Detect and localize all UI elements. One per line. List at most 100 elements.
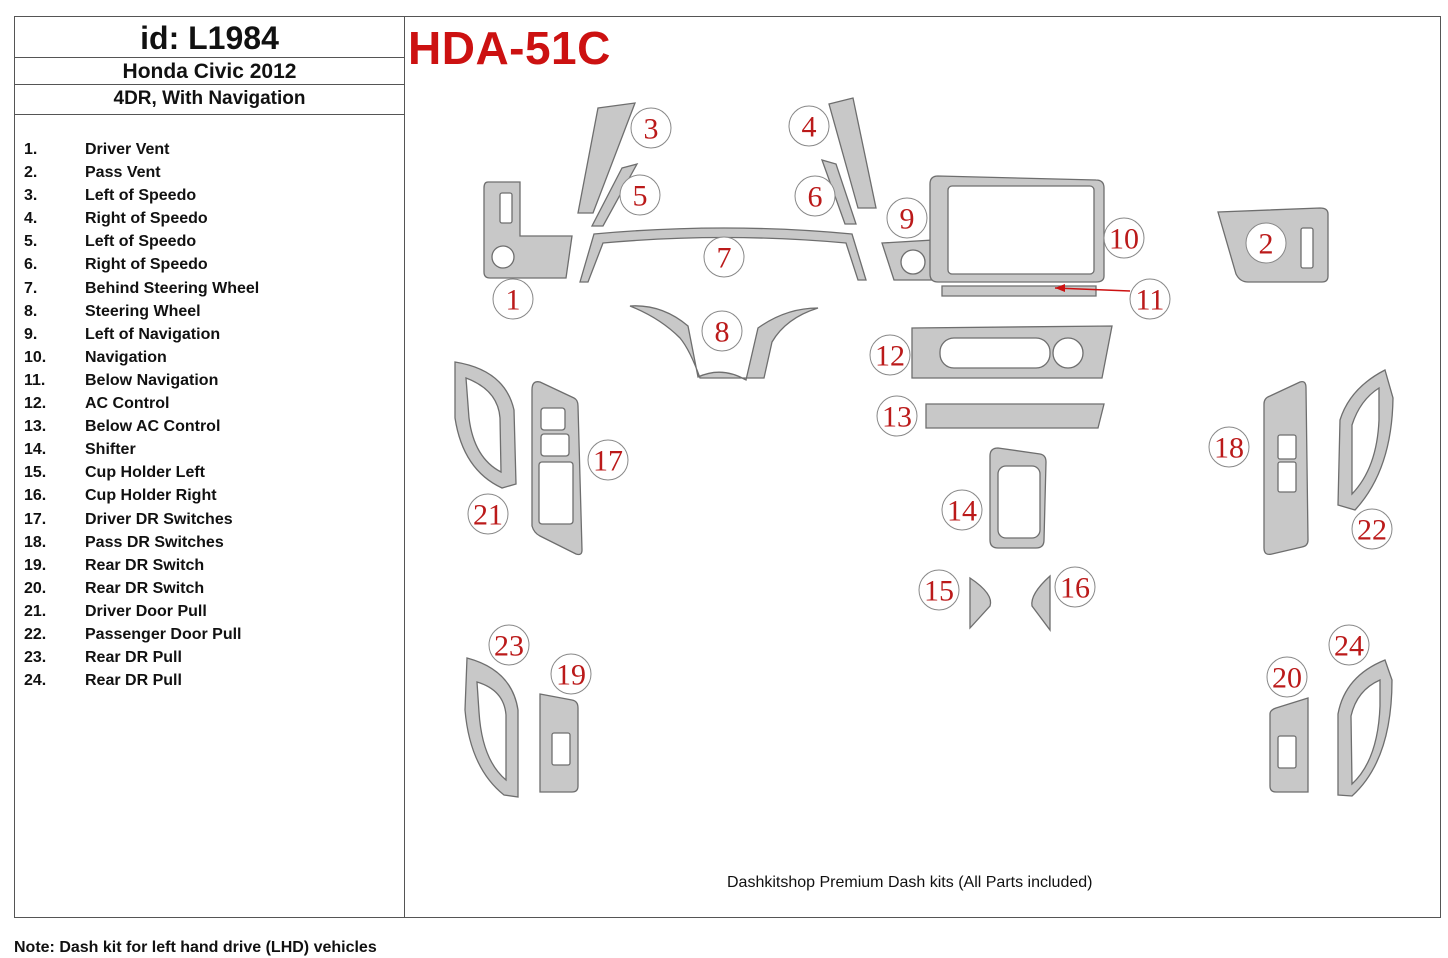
kit-id: id: L1984 (140, 20, 279, 56)
part-23-rear-dr-pull (464, 657, 519, 798)
part-21-driver-door-pull (454, 361, 517, 489)
svg-text:24: 24 (1334, 630, 1364, 663)
part-number: 13. (24, 418, 47, 436)
parts-list-item: 6.Right of Speedo (24, 253, 259, 276)
svg-text:8: 8 (715, 316, 730, 349)
svg-text:13: 13 (882, 401, 912, 434)
svg-text:3: 3 (644, 113, 659, 146)
part-name: Rear DR Switch (85, 556, 205, 574)
part-number: 11. (24, 371, 46, 389)
part-name: Right of Speedo (85, 256, 208, 274)
part-number: 19. (24, 556, 47, 574)
part-11-below-navigation (941, 284, 1131, 297)
part-12-ac-control (911, 325, 1113, 379)
parts-list-item: 5.Left of Speedo (24, 230, 259, 253)
header-rule (14, 114, 405, 115)
parts-list-item: 7. Behind Steering Wheel (24, 277, 259, 300)
parts-list-item: 3. Left of Speedo (24, 184, 259, 207)
part-number: 3. (24, 187, 38, 205)
svg-text:12: 12 (875, 340, 905, 373)
parts-list-item: 12.AC Control (24, 392, 259, 415)
parts-list-item: 21.Driver Door Pull (24, 600, 259, 623)
svg-text:22: 22 (1357, 514, 1387, 547)
parts-list-item: 9. Left of Navigation (24, 323, 259, 346)
callout-17: 17 (587, 439, 629, 481)
part-name: Behind Steering Wheel (85, 279, 260, 297)
part-number: 18. (24, 533, 47, 551)
part-17-driver-dr-switches (531, 381, 583, 556)
parts-list-item: 23.Rear DR Pull (24, 646, 259, 669)
lhd-note: Note: Dash kit for left hand drive (LHD)… (14, 939, 377, 956)
callout-18: 18 (1208, 426, 1250, 468)
part-7-behind-steering-wheel (579, 227, 867, 283)
part-3-left-of-speedo (577, 102, 636, 214)
part-22-passenger-door-pull (1337, 369, 1394, 511)
part-13-below-ac-control (925, 403, 1105, 429)
parts-list: 1. Driver Vent 2.Pass Vent 3. Left of Spee… (24, 138, 259, 692)
part-name: Steering Wheel (85, 302, 201, 320)
part-name: Below AC Control (85, 418, 221, 436)
callout-16: 16 (1054, 566, 1096, 608)
svg-text:9: 9 (900, 203, 915, 236)
part-number: 1. (24, 141, 38, 158)
part-8-steering-wheel (629, 305, 819, 382)
part-name: Below Navigation (85, 371, 219, 389)
callout-8: 8 (701, 310, 743, 352)
parts-list-item: 4.Right of Speedo (24, 207, 259, 230)
part-number: 15. (24, 464, 47, 482)
parts-list-item: 15.Cup Holder Left (24, 461, 259, 484)
kit-code: HDA-51C (408, 22, 611, 74)
part-number: 20. (24, 579, 47, 597)
svg-text:17: 17 (593, 445, 623, 478)
part-number: 17. (24, 510, 47, 528)
part-20-rear-dr-switch (1269, 697, 1309, 793)
part-name: Navigation (85, 348, 167, 366)
part-name: Rear DR Pull (85, 649, 182, 667)
part-1-driver-vent (483, 181, 573, 279)
part-24-rear-dr-pull (1337, 659, 1393, 797)
parts-list-item: 20. Rear DR Switch (24, 577, 259, 600)
part-name: Driver Vent (85, 141, 170, 158)
svg-text:15: 15 (924, 575, 954, 608)
callout-3: 3 (630, 107, 672, 149)
part-name: Left of Speedo (85, 233, 197, 251)
callout-22: 22 (1351, 508, 1393, 550)
part-name: AC Control (85, 395, 170, 413)
vehicle-model: Honda Civic 2012 (122, 60, 297, 83)
part-name: Left of Speedo (85, 187, 197, 205)
callout-21: 21 (467, 493, 509, 535)
part-name: Left of Navigation (85, 325, 221, 343)
svg-text:14: 14 (947, 495, 977, 528)
callout-11: 11 (1129, 278, 1171, 320)
part-number: 2. (24, 164, 38, 182)
parts-list-item: 8.Steering Wheel (24, 300, 259, 323)
part-name: Passenger Door Pull (85, 625, 242, 643)
callout-10: 10 (1103, 217, 1145, 259)
svg-text:2: 2 (1259, 228, 1274, 261)
parts-list-item: 1. Driver Vent (24, 138, 259, 161)
part-number: 7. (24, 279, 38, 297)
parts-list-item: 2.Pass Vent (24, 161, 259, 184)
part-9-left-of-navigation (881, 239, 935, 281)
svg-text:10: 10 (1109, 223, 1139, 256)
part-number: 24. (24, 672, 47, 690)
part-number: 9. (24, 325, 38, 343)
svg-text:11: 11 (1136, 284, 1165, 317)
parts-list-item: 24.Rear DR Pull (24, 669, 259, 692)
vehicle-variant: 4DR, With Navigation (113, 88, 306, 109)
callout-7: 7 (703, 236, 745, 278)
part-name: Driver DR Switches (85, 510, 233, 528)
svg-text:19: 19 (556, 659, 586, 692)
callout-12: 12 (869, 334, 911, 376)
part-name: Rear DR Switch (85, 579, 205, 597)
part-19-rear-dr-switch (539, 693, 579, 793)
parts-list-item: 10.Navigation (24, 346, 259, 369)
header-rule (14, 57, 405, 58)
parts-list-item: 16.Cup Holder Right (24, 484, 259, 507)
part-14-shifter (989, 447, 1047, 549)
parts-list-item: 11. Below Navigation (24, 369, 259, 392)
parts-list-item: 19. Rear DR Switch (24, 554, 259, 577)
callout-15: 15 (918, 569, 960, 611)
header-rule (14, 84, 405, 85)
